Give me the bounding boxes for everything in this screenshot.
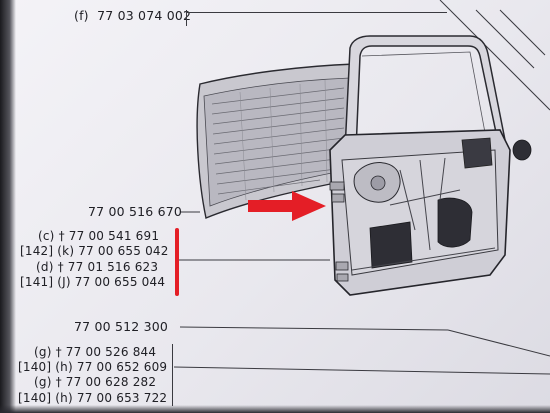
bottom-group-bracket [172, 344, 173, 406]
bottom-part-3: (g) † 77 00 628 282 [34, 375, 157, 389]
red-bracket-marker [175, 228, 179, 296]
red-arrow-icon [248, 191, 326, 221]
hinge-part-1: (c) † 77 00 541 691 [38, 229, 160, 243]
hinge-part-2: [142] (k) 77 00 655 042 [20, 244, 169, 258]
page-shadow-bottom [0, 405, 550, 413]
page-shadow-left [0, 0, 16, 413]
leader-lines [173, 211, 550, 375]
bottom-part-4: [140] (h) 77 00 653 722 [18, 391, 168, 405]
bottom-part-2: [140] (h) 77 00 652 609 [18, 360, 168, 374]
top-ref-leader [187, 12, 447, 13]
top-part-number: (f) 77 03 074 002 [74, 8, 192, 23]
window-glass-panel [196, 63, 356, 219]
hinge-part-3: (d) † 77 01 516 623 [36, 260, 159, 274]
bottom-part-1: (g) † 77 00 526 844 [34, 345, 157, 359]
door-inner-panel [329, 129, 532, 296]
top-ref-tick [186, 10, 187, 26]
hinge-part-4: [141] (J) 77 00 655 044 [20, 275, 166, 289]
lower-part-number: 77 00 512 300 [74, 319, 169, 334]
door-shell-part-number: 77 00 516 670 [88, 204, 183, 219]
